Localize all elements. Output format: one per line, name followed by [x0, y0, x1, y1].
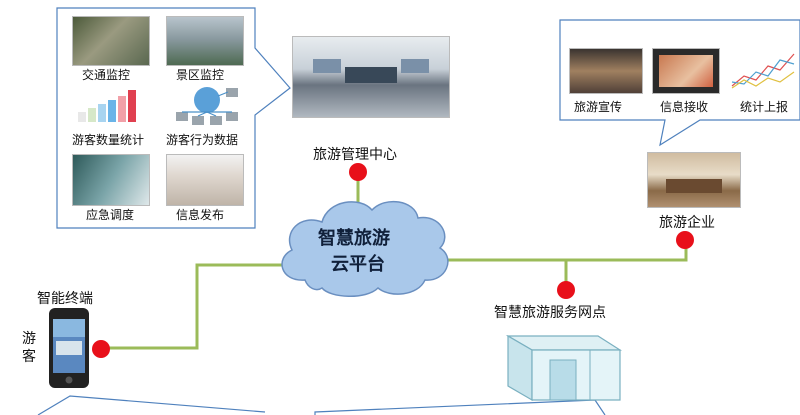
mgmt-center-label: 旅游管理中心 [313, 144, 397, 164]
visitor-label: 游客 [22, 330, 38, 366]
smart-terminal-label: 智能终端 [37, 288, 93, 308]
scenic-monitor-thumb [166, 16, 244, 66]
info-publish-label: 信息发布 [176, 206, 224, 223]
cloud-title-line1: 智慧旅游 [318, 224, 390, 250]
service-point-label: 智慧旅游服务网点 [494, 302, 606, 322]
visitor-count-chart-icon [74, 86, 144, 126]
service-kiosk-icon [498, 326, 628, 406]
info-receive-label: 信息接收 [660, 98, 708, 115]
traffic-monitor-thumb [72, 16, 150, 66]
smartphone-icon [48, 307, 90, 389]
stats-report-chart-icon [728, 48, 798, 92]
info-publish-thumb [166, 154, 244, 206]
enterprise-label: 旅游企业 [659, 212, 715, 232]
node-terminal [92, 340, 110, 358]
enterprise-thumb [647, 152, 741, 208]
visitor-behavior-label: 游客行为数据 [166, 131, 238, 148]
tourism-promo-label: 旅游宣传 [574, 98, 622, 115]
node-service [557, 281, 575, 299]
tourism-promo-thumb [569, 48, 643, 94]
emergency-dispatch-label: 应急调度 [86, 206, 134, 223]
node-enterprise [676, 231, 694, 249]
scenic-monitor-label: 景区监控 [176, 66, 224, 83]
mgmt-center-thumb [292, 36, 450, 118]
cloud-title-line2: 云平台 [331, 250, 385, 276]
bottom-left-callout [38, 396, 265, 415]
stats-report-label: 统计上报 [740, 98, 788, 115]
node-mgmt [349, 163, 367, 181]
info-receive-thumb [652, 48, 720, 94]
visitor-behavior-network-icon [172, 82, 242, 126]
traffic-monitor-label: 交通监控 [82, 66, 130, 83]
visitor-count-label: 游客数量统计 [72, 131, 144, 148]
emergency-dispatch-thumb [72, 154, 150, 206]
